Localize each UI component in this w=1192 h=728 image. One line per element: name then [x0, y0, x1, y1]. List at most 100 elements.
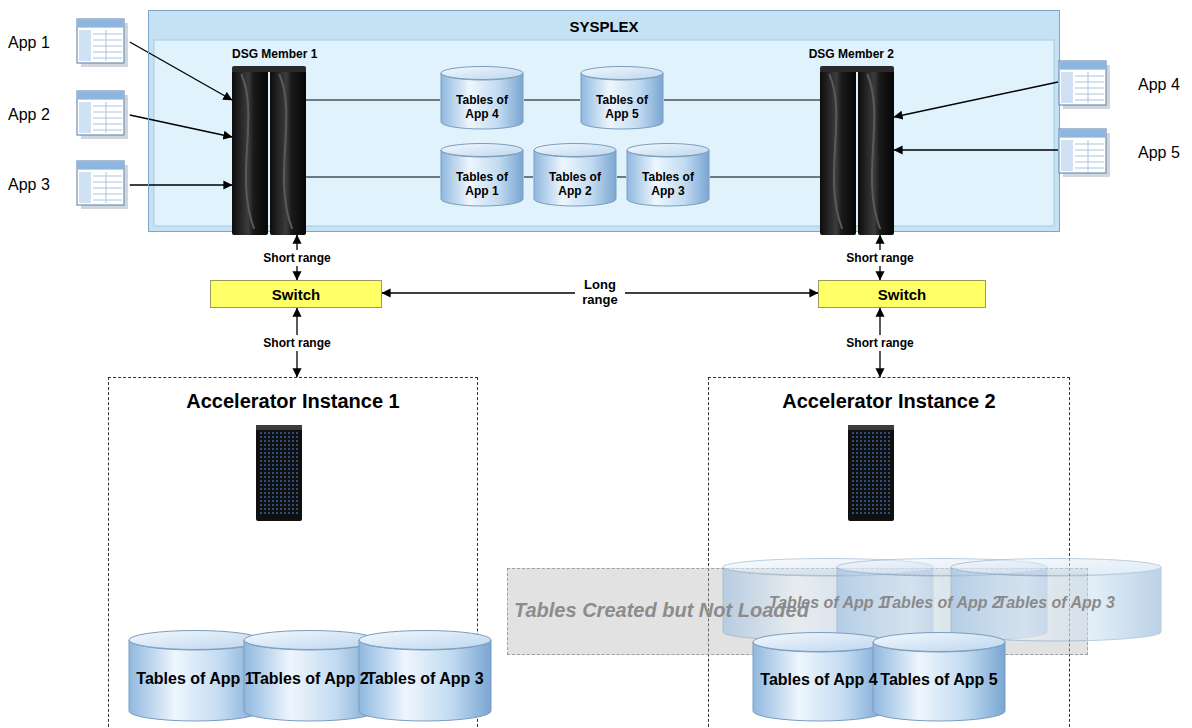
link-line [524, 100, 580, 101]
server-trim [829, 74, 842, 229]
cylinder-body [441, 150, 523, 206]
server-box: DSG Member 1 [232, 46, 306, 235]
cylinder-top [627, 144, 709, 157]
link-line [710, 177, 820, 178]
server-cap [232, 66, 306, 72]
connector-arrow [130, 184, 232, 185]
cylinder-top [244, 631, 376, 650]
network-switch: Switch [210, 280, 382, 308]
app-icon [76, 159, 130, 211]
connector-arrow [130, 42, 232, 100]
node-label: Tables of App 3 [626, 171, 710, 189]
link-line [664, 100, 820, 101]
node-label: Switch [272, 286, 320, 303]
server-shape [820, 66, 894, 235]
app-window: App 2 [8, 88, 130, 142]
cylinder-body [244, 640, 376, 721]
node-label: DSG Member 1 [232, 46, 317, 64]
table-cylinder: Tables of App 1 [440, 143, 524, 207]
icon-frame [77, 161, 124, 205]
icon-title-bar [77, 92, 123, 100]
server-shape [232, 66, 306, 235]
connector-arrow [130, 115, 232, 137]
icon-row [93, 34, 122, 35]
node-label: DSG Member 2 [809, 46, 894, 64]
link-line [617, 177, 626, 178]
app-icon [1058, 127, 1112, 179]
node-label: App 5 [1138, 144, 1180, 162]
node-label: Tables of App 4 [440, 94, 524, 112]
icon-frame [1059, 61, 1106, 105]
server-door [270, 70, 306, 235]
icon-row [1075, 94, 1104, 95]
table-cylinder: Tables of App 2 [243, 630, 377, 722]
accelerator-group: Accelerator Instance 2Tables Created but… [708, 377, 1070, 728]
accelerator-server [256, 425, 302, 521]
icon-row [1075, 162, 1104, 163]
cylinder-body [359, 640, 491, 721]
table-cylinder: Tables of App 4 [752, 632, 886, 722]
table-cylinder: Tables of App 5 [580, 66, 664, 130]
server-trim [241, 74, 254, 229]
app-icon [76, 17, 130, 69]
cylinder-body [581, 73, 663, 129]
icon-title-bar [77, 20, 123, 28]
icon-sidebar [1061, 72, 1073, 103]
icon-row [93, 52, 122, 53]
connector-label: Long range [575, 277, 625, 309]
icon-sidebar [79, 102, 91, 133]
icon-row [1075, 82, 1104, 83]
table-cylinder: Tables of App 5 [872, 632, 1006, 722]
icon-sidebar [79, 172, 91, 203]
table-cylinder: Tables of App 3 [950, 558, 1162, 642]
server-cap [820, 66, 894, 72]
icon-row [1075, 144, 1104, 145]
table-cylinder: Tables of App 4 [440, 66, 524, 130]
app-icon [76, 89, 130, 141]
node-label: Tables of App 2 [247, 670, 372, 696]
icon-row [93, 46, 122, 47]
cylinder-top [873, 633, 1005, 652]
node-label: Tables of App 4 [756, 671, 881, 697]
link-line [524, 177, 533, 178]
icon-row [1075, 76, 1104, 77]
app-window: App 4 [1058, 58, 1180, 112]
icon-title-bar [77, 162, 123, 170]
table-cylinder: Tables of App 3 [626, 143, 710, 207]
cylinder-body [873, 642, 1005, 721]
connector-arrow [894, 149, 1058, 150]
connector-label: Short range [843, 250, 916, 266]
accelerator-server [848, 425, 894, 521]
node-label: Tables of App 1 [440, 171, 524, 189]
cylinder-top [753, 633, 885, 652]
node-label: App 4 [1138, 76, 1180, 94]
node-label: Tables of App 1 [132, 670, 257, 696]
connector-label: Short range [260, 250, 333, 266]
cylinder-top [581, 67, 663, 80]
icon-row [1075, 88, 1104, 89]
icon-row [93, 188, 122, 189]
icon-column [105, 102, 106, 133]
sysplex-region: SYSPLEXDSG Member 1DSG Member 2Tables of… [148, 10, 1060, 232]
table-cylinder: Tables of App 2 [533, 143, 617, 207]
icon-frame [1059, 129, 1106, 173]
cylinder-top [534, 144, 616, 157]
icon-frame [77, 19, 124, 63]
app-icon [1058, 59, 1112, 111]
app-window: App 1 [8, 16, 130, 70]
cylinder-body [534, 150, 616, 206]
cylinder-body [441, 73, 523, 129]
cylinder-body [753, 642, 885, 721]
group-heading: Accelerator Instance 2 [782, 390, 995, 416]
icon-row [93, 176, 122, 177]
node-label: App 2 [8, 106, 50, 124]
icon-row [1075, 156, 1104, 157]
group-heading: Accelerator Instance 1 [186, 390, 399, 416]
connector-arrow [894, 82, 1058, 117]
icon-column [1088, 72, 1089, 103]
icon-frame [77, 91, 124, 135]
table-cylinder: Tables of App 3 [358, 630, 492, 722]
server-trim [867, 74, 880, 229]
node-label: App 3 [8, 176, 50, 194]
